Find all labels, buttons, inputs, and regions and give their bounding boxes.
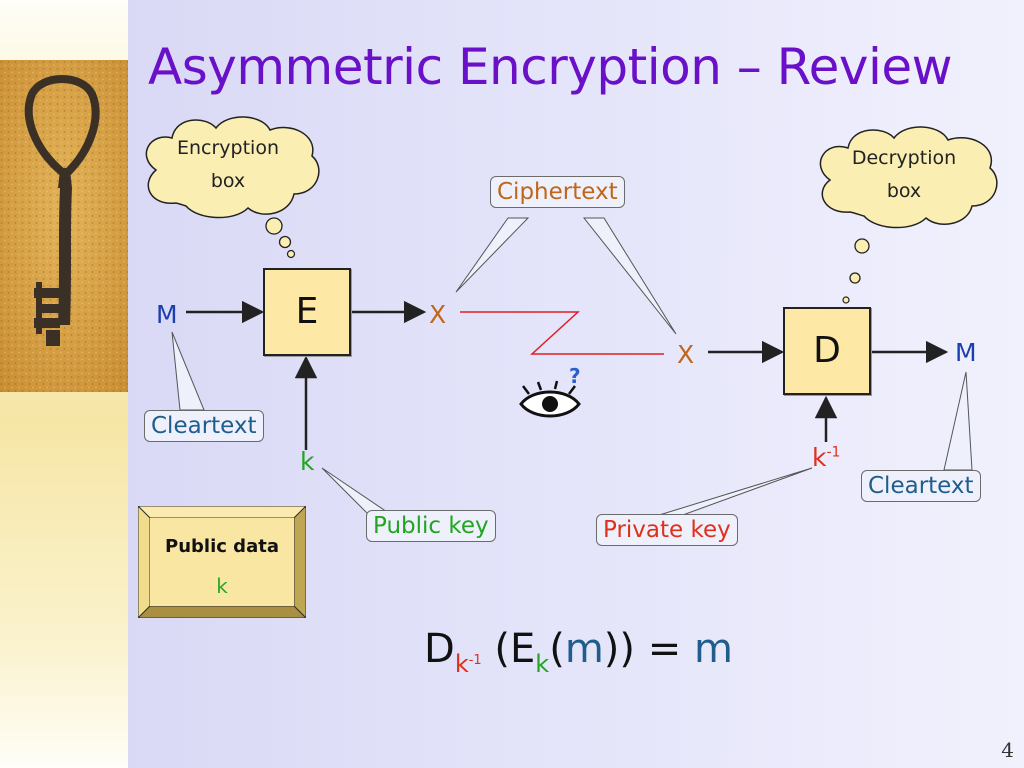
public-data-box: Public data k — [138, 506, 306, 618]
transmission-line — [460, 311, 664, 355]
formula-open-paren-2: ( — [549, 626, 565, 672]
output-message-label: M — [955, 338, 977, 367]
input-message-label: M — [156, 300, 178, 329]
decryption-cloud-line1: Decryption — [851, 147, 957, 169]
formula-e-subscript: k — [535, 650, 550, 678]
formula-close-parens: )) — [603, 626, 635, 672]
private-key-pointer — [655, 467, 813, 517]
encryption-cloud — [145, 116, 320, 259]
ciphertext-callout: Ciphertext — [490, 176, 625, 208]
formula-m-result: m — [693, 626, 733, 672]
private-key-label: k-1 — [812, 443, 840, 472]
decryption-cloud — [819, 126, 998, 304]
public-key-pointer — [321, 467, 392, 515]
cleartext-left-callout: Cleartext — [144, 410, 264, 442]
private-key-exponent: -1 — [826, 444, 841, 461]
decrypt-box: D — [783, 307, 871, 395]
slide-title: Asymmetric Encryption – Review — [148, 38, 953, 96]
public-key-callout: Public key — [366, 510, 496, 542]
formula-e: E — [510, 626, 536, 672]
cleartext-right-pointer — [943, 371, 973, 471]
private-key-base: k — [812, 443, 827, 472]
cleartext-right-callout: Cleartext — [861, 470, 981, 502]
decryption-formula: Dk-1 (Ek(m)) = m — [424, 626, 733, 678]
private-key-callout: Private key — [596, 514, 738, 546]
public-data-key: k — [216, 574, 228, 598]
eye-icon — [519, 380, 581, 418]
ciphertext-pointer — [455, 217, 677, 335]
encrypt-box: E — [263, 268, 351, 356]
formula-open-paren-1: ( — [481, 626, 511, 672]
encryption-cloud-line1: Encryption — [176, 137, 279, 159]
formula-m-inner: m — [564, 626, 604, 672]
public-key-label: k — [300, 447, 315, 476]
formula-d-sub-exponent: -1 — [468, 653, 482, 668]
encryption-cloud-line2: box — [210, 170, 246, 192]
formula-d-subscript: k-1 — [455, 650, 482, 678]
ciphertext-in-label: X — [677, 340, 695, 369]
decryption-cloud-line2: box — [886, 180, 922, 202]
decryption-cloud-text: Decryption box — [834, 142, 974, 208]
formula-d: D — [424, 626, 455, 672]
public-data-label: Public data — [165, 536, 279, 557]
page-number: 4 — [1001, 738, 1014, 762]
encryption-cloud-text: Encryption box — [160, 132, 296, 198]
formula-d-sub-base: k — [454, 650, 469, 678]
cleartext-left-pointer — [171, 331, 205, 411]
formula-equals: = — [635, 626, 694, 672]
ciphertext-out-label: X — [429, 300, 447, 329]
public-data-face: Public data k — [150, 518, 294, 606]
key-photo — [0, 60, 128, 392]
eavesdropper-question-mark: ? — [569, 364, 581, 388]
